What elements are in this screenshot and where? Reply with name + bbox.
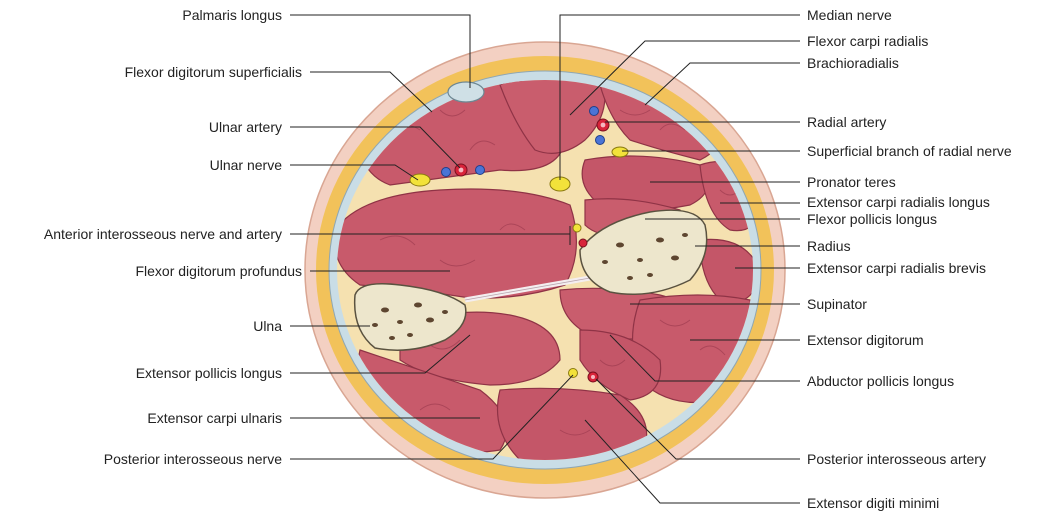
anterior-interosseous-nerve	[572, 223, 582, 233]
ulnar-vein	[441, 167, 451, 177]
radial-vein	[589, 106, 599, 116]
label-extensor-carpi-radialis-longus: Extensor carpi radialis longus	[807, 194, 990, 210]
label-abductor-pollicis-longus: Abductor pollicis longus	[807, 373, 955, 389]
label-flexor-digitorum-superficialis: Flexor digitorum superficialis	[124, 64, 302, 80]
extensor-digiti-minimi-muscle	[496, 387, 648, 460]
label-posterior-interosseous-artery: Posterior interosseous artery	[807, 451, 986, 467]
label-flexor-digitorum-profundus: Flexor digitorum profundus	[135, 263, 302, 279]
flexor-carpi-radialis-muscle	[499, 80, 606, 154]
flexor-digitorum-profundus-muscle	[337, 188, 577, 299]
radius-bone	[579, 209, 708, 296]
label-extensor-pollicis-longus: Extensor pollicis longus	[135, 365, 282, 381]
label-ulna: Ulna	[253, 318, 282, 334]
label-posterior-interosseous-nerve: Posterior interosseous nerve	[103, 451, 282, 467]
label-extensor-carpi-ulnaris: Extensor carpi ulnaris	[147, 410, 282, 426]
label-median-nerve: Median nerve	[807, 7, 892, 23]
label-ulnar-artery: Ulnar artery	[208, 119, 282, 135]
leader-lines-right	[559, 14, 800, 504]
label-brachioradialis: Brachioradialis	[807, 55, 899, 71]
label-extensor-digitorum: Extensor digitorum	[807, 332, 924, 348]
label-supinator: Supinator	[807, 296, 867, 312]
ulnar-nerve	[409, 173, 431, 187]
label-pronator-teres: Pronator teres	[807, 174, 896, 190]
interosseous-membrane-edge	[464, 277, 591, 301]
pronator-teres-muscle	[581, 155, 709, 211]
label-superficial-branch-radial-nerve: Superficial branch of radial nerve	[807, 143, 1012, 159]
ulnar-vein	[475, 165, 485, 175]
superficial-radial-nerve	[611, 146, 629, 158]
label-flexor-carpi-radialis: Flexor carpi radialis	[807, 33, 929, 49]
extensor-carpi-radialis-brevis-muscle	[699, 238, 753, 303]
label-radial-artery: Radial artery	[807, 114, 887, 130]
label-palmaris-longus: Palmaris longus	[182, 7, 282, 23]
label-extensor-digiti-minimi: Extensor digiti minimi	[807, 495, 940, 511]
neurovascular-structures	[409, 106, 629, 383]
label-flexor-pollicis-longus: Flexor pollicis longus	[807, 211, 937, 227]
ulna-bone	[353, 283, 467, 351]
label-extensor-carpi-radialis-brevis: Extensor carpi radialis brevis	[807, 260, 986, 276]
leader-lines-left	[290, 14, 574, 460]
label-ulnar-nerve: Ulnar nerve	[209, 157, 282, 173]
radial-vein	[595, 135, 605, 145]
palmaris-longus-tendon	[447, 81, 485, 103]
label-radius: Radius	[807, 238, 851, 254]
label-anterior-interosseous: Anterior interosseous nerve and artery	[43, 226, 282, 242]
bone-marrow-spots	[372, 233, 688, 340]
anterior-interosseous-artery	[578, 238, 588, 248]
posterior-interosseous-nerve	[568, 368, 578, 378]
